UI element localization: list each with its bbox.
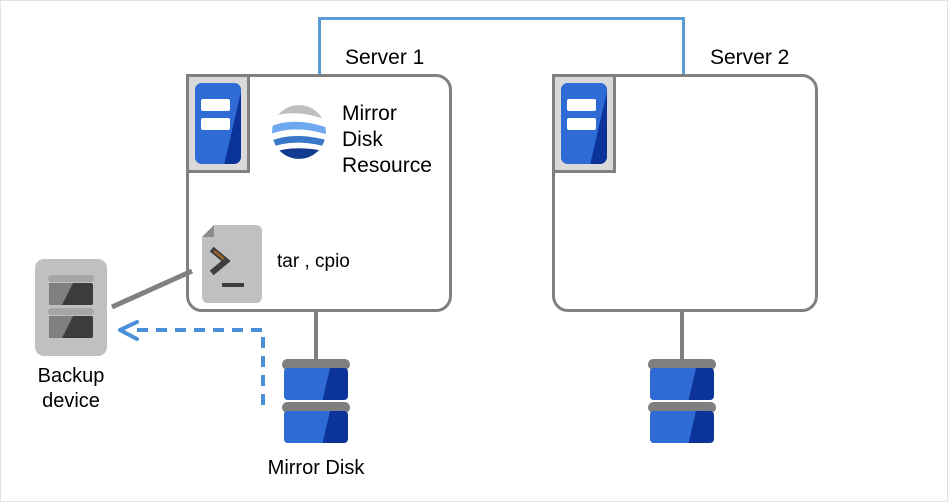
mirror-disk-stack-2 bbox=[648, 359, 716, 451]
interconnect-segment-top bbox=[318, 17, 685, 20]
backup-device-link bbox=[110, 268, 194, 309]
server2-label: Server 2 bbox=[710, 46, 790, 69]
script-document-icon bbox=[202, 225, 262, 303]
disk-body bbox=[650, 411, 714, 443]
mirror-disk-resource-label: Mirror Disk Resource bbox=[342, 102, 432, 177]
disk-plate bbox=[282, 402, 350, 413]
server-chassis-bar-2 bbox=[567, 117, 596, 130]
backup-device-label: Backup device bbox=[37, 365, 105, 412]
disk-body bbox=[650, 368, 714, 400]
server2-chassis-icon bbox=[552, 74, 616, 173]
backup-disk-stack-icon bbox=[35, 259, 107, 356]
server2-disk-cable bbox=[680, 312, 684, 362]
server1-label: Server 1 bbox=[345, 46, 425, 69]
mirror-disk-stack-1 bbox=[282, 359, 350, 451]
server1-chassis-icon bbox=[186, 74, 250, 173]
disk-plate bbox=[648, 359, 716, 370]
server-chassis-body bbox=[561, 83, 607, 164]
disk-plate bbox=[282, 359, 350, 370]
globe-logo-icon bbox=[272, 105, 326, 159]
server-chassis-bar-2 bbox=[201, 117, 230, 130]
interconnect-segment-right bbox=[682, 17, 685, 74]
server-chassis-bar-1 bbox=[567, 99, 596, 112]
disk-body bbox=[284, 368, 348, 400]
server-chassis-bar-1 bbox=[201, 99, 230, 112]
server-chassis-body bbox=[195, 83, 241, 164]
backup-data-flow-arrow bbox=[118, 320, 265, 405]
server1-disk-cable bbox=[314, 312, 318, 362]
interconnect-segment-left bbox=[318, 17, 321, 74]
mirror-disk-label: Mirror Disk bbox=[267, 457, 365, 479]
disk-plate bbox=[648, 402, 716, 413]
disk-body bbox=[284, 411, 348, 443]
tar-cpio-label: tar , cpio bbox=[277, 251, 350, 272]
